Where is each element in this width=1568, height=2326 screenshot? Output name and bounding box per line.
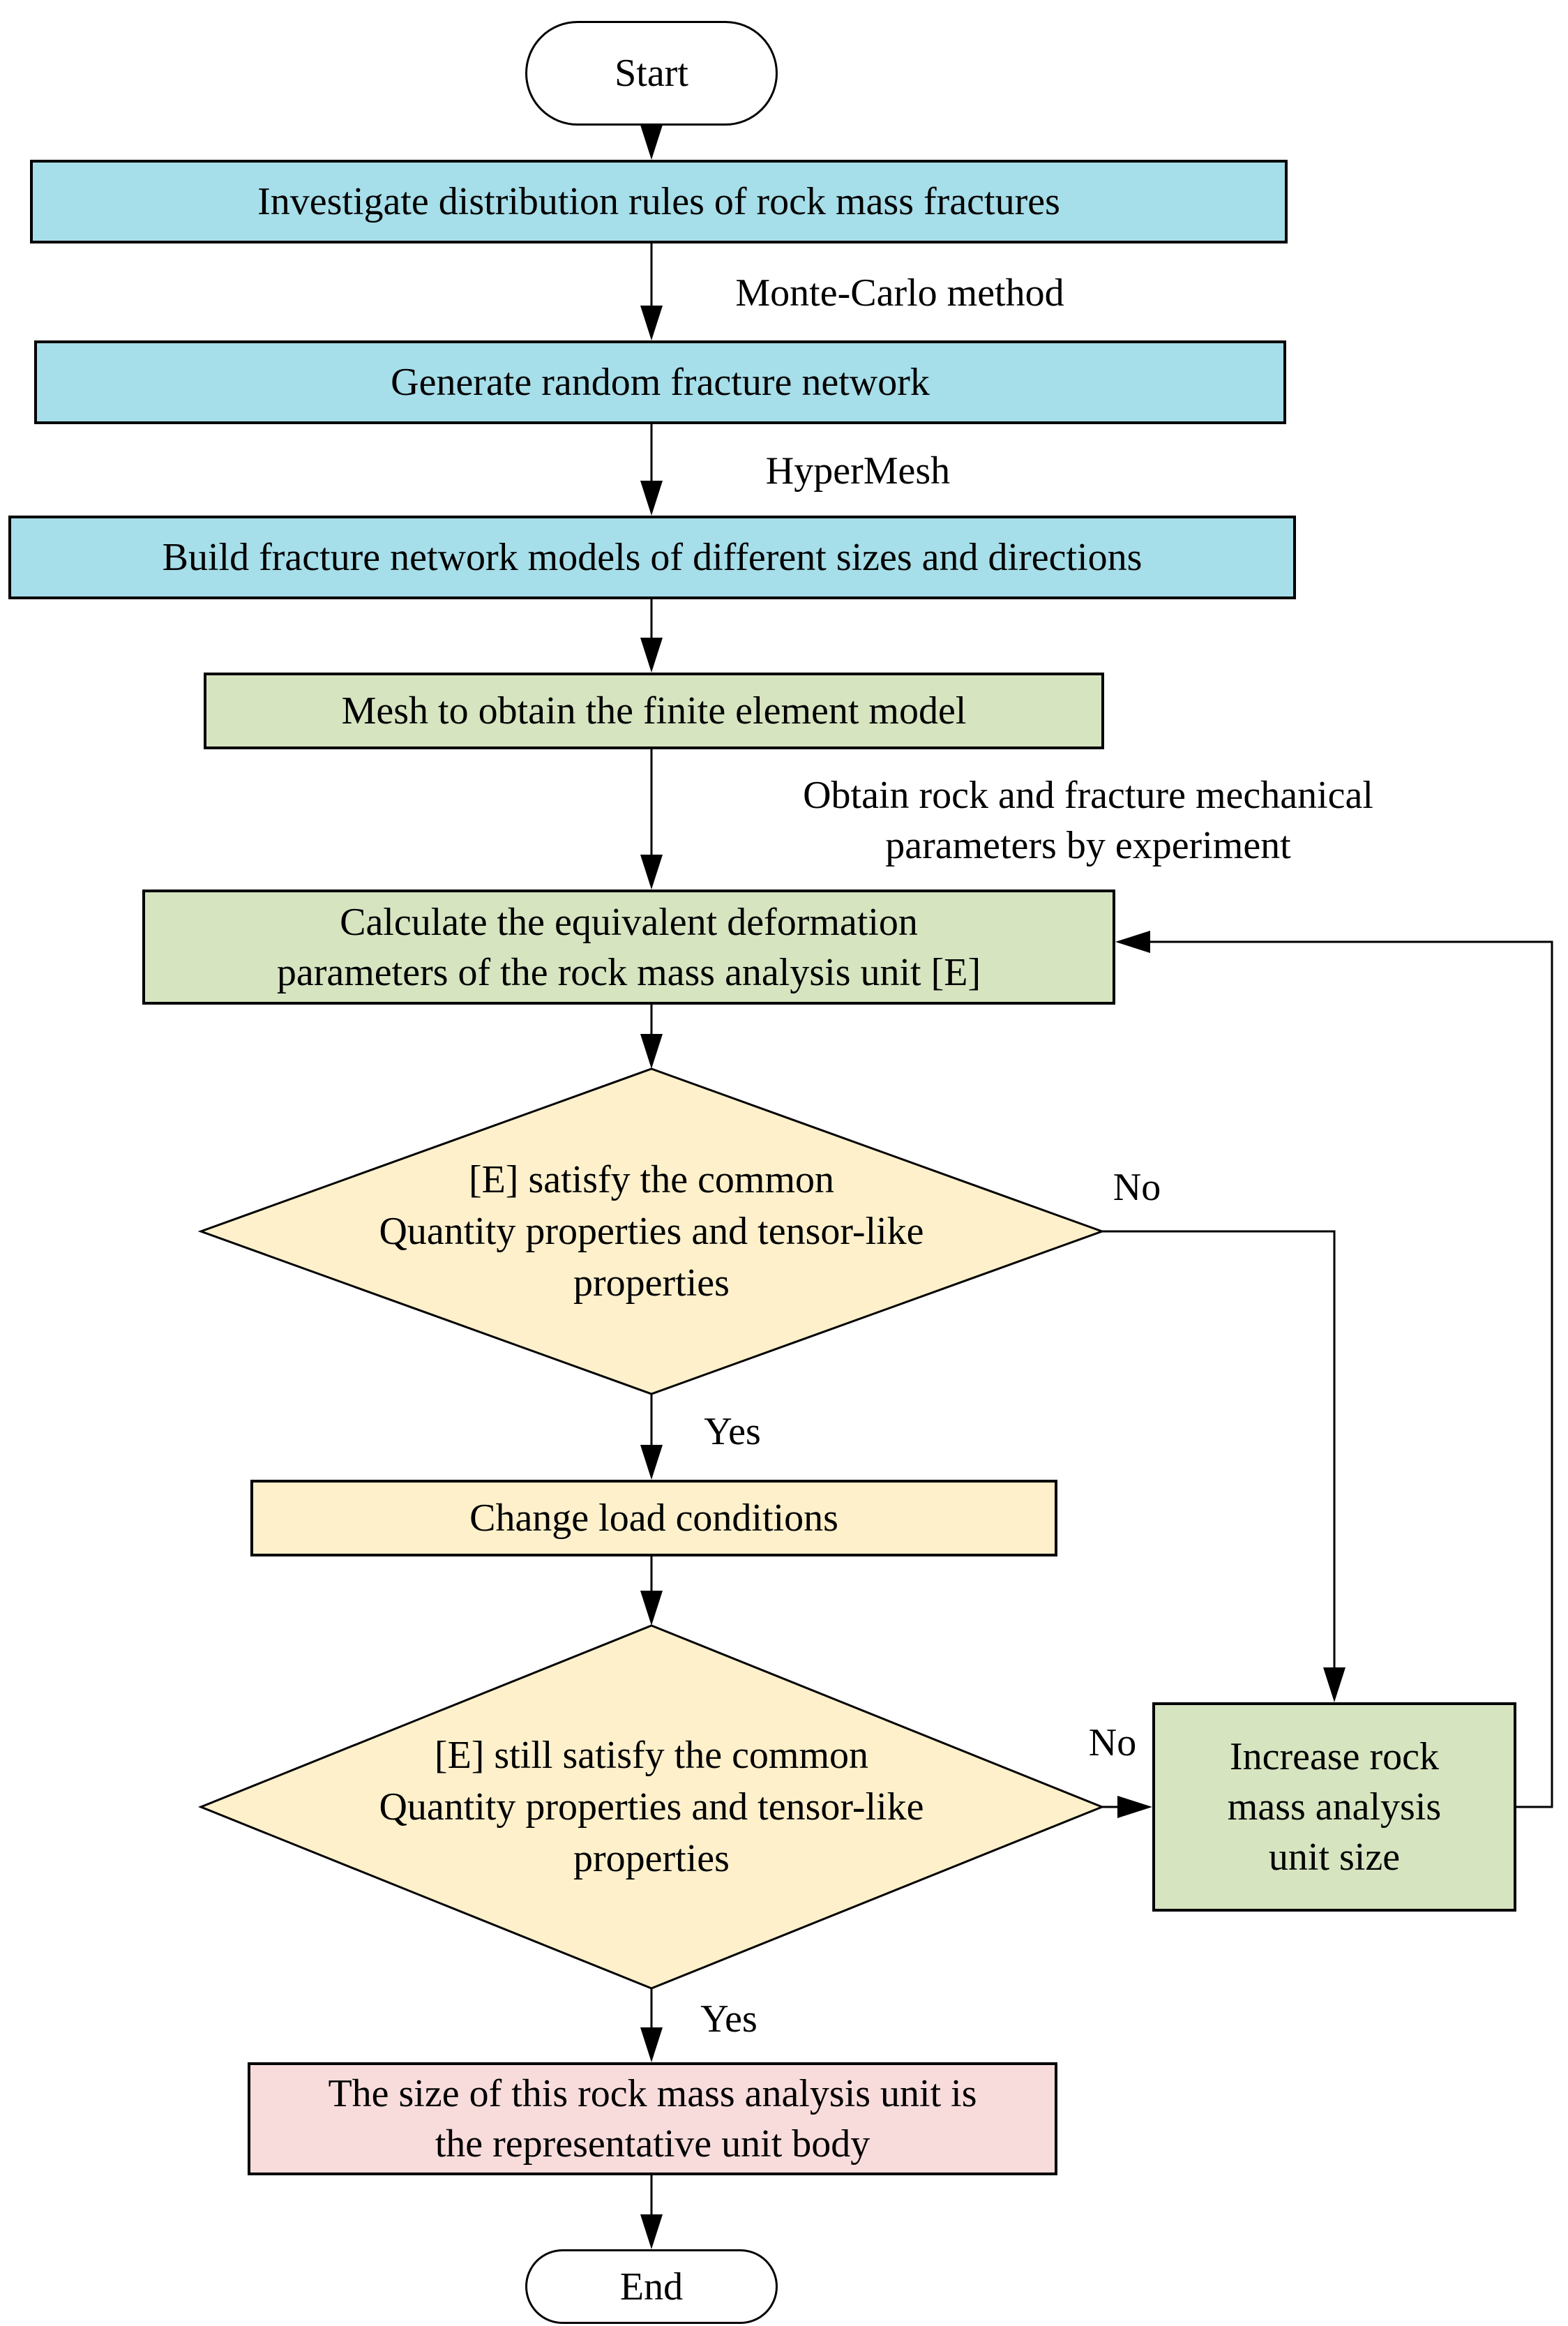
edge-decision1-no [1102, 1230, 1336, 1699]
start-label: Start [615, 52, 688, 95]
arrowhead-increase-to-calculate [1115, 931, 1150, 953]
arrowhead-start-to-investigate [640, 125, 663, 160]
arrowhead-calculate-to-decision1 [640, 1034, 663, 1069]
label-yes-2-text: Yes [700, 1997, 757, 2041]
label-no-1-text: No [1113, 1166, 1161, 1209]
arrowhead-representative-to-end [640, 2214, 663, 2249]
arrowhead-investigate-to-generate [640, 306, 663, 340]
process-increase-label: Increase rock mass analysis unit size [1227, 1735, 1442, 1879]
end-label: End [619, 2265, 684, 2309]
decision-still-satisfy-text: [E] still satisfy the common Quantity pr… [379, 1734, 924, 1880]
process-increase-unit-size: Increase rock mass analysis unit size [1152, 1702, 1516, 1912]
label-no-2-text: No [1088, 1721, 1137, 1764]
arrowhead-mesh-to-calculate [640, 855, 663, 890]
edge-increase-to-calculate [1119, 940, 1553, 1808]
label-hypermesh: HyperMesh [718, 446, 997, 496]
label-hypermesh-text: HyperMesh [765, 449, 951, 493]
arrowhead-generate-to-build [640, 481, 663, 516]
end-terminator: End [525, 2249, 778, 2324]
process-build-models: Build fracture network models of differe… [8, 516, 1296, 599]
process-investigate-label: Investigate distribution rules of rock m… [257, 180, 1060, 223]
label-obtain-parameters: Obtain rock and fracture mechanical para… [739, 770, 1437, 871]
label-monte-carlo-text: Monte-Carlo method [735, 271, 1064, 315]
label-no-2: No [1057, 1718, 1168, 1768]
process-change-load-label: Change load conditions [469, 1496, 838, 1540]
decision-still-satisfy-label: [E] still satisfy the common Quantity pr… [303, 1727, 1000, 1887]
label-no-1: No [1081, 1162, 1193, 1213]
arrowhead-changeload-to-decision2 [640, 1591, 663, 1626]
process-calculate-parameters: Calculate the equivalent deformation par… [142, 890, 1115, 1005]
label-obtain-parameters-text: Obtain rock and fracture mechanical para… [803, 774, 1373, 867]
decision-satisfy-label: [E] satisfy the common Quantity properti… [303, 1151, 1000, 1312]
arrowhead-decision2-yes [640, 2027, 663, 2062]
process-mesh-label: Mesh to obtain the finite element model [341, 689, 967, 733]
label-monte-carlo-method: Monte-Carlo method [691, 268, 1109, 318]
decision-satisfy-text: [E] satisfy the common Quantity properti… [379, 1158, 924, 1305]
arrowhead-decision1-yes [640, 1445, 663, 1480]
start-terminator: Start [525, 21, 778, 126]
process-generate-network: Generate random fracture network [34, 340, 1286, 424]
process-calculate-label: Calculate the equivalent deformation par… [276, 900, 981, 994]
process-generate-label: Generate random fracture network [391, 361, 930, 404]
process-investigate-fractures: Investigate distribution rules of rock m… [30, 160, 1288, 243]
arrowhead-decision1-no [1323, 1667, 1345, 1702]
process-mesh-fem: Mesh to obtain the finite element model [204, 673, 1104, 749]
label-yes-1: Yes [680, 1406, 785, 1457]
label-yes-1-text: Yes [704, 1410, 761, 1453]
process-representative-label: The size of this rock mass analysis unit… [328, 2072, 977, 2166]
arrowhead-build-to-mesh [640, 638, 663, 673]
process-representative-unit: The size of this rock mass analysis unit… [248, 2062, 1057, 2175]
label-yes-2: Yes [677, 1994, 781, 2044]
process-change-load: Change load conditions [250, 1480, 1057, 1556]
process-build-label: Build fracture network models of differe… [162, 536, 1143, 579]
arrowhead-decision2-no [1117, 1796, 1152, 1818]
